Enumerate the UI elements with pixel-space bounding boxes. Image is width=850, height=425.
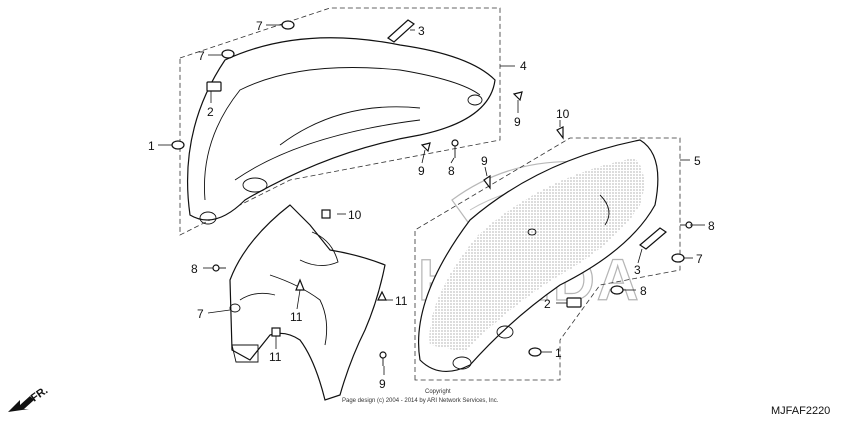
callout-9: 9 xyxy=(514,115,521,129)
clip-9b xyxy=(420,142,431,153)
callout-6: 7 xyxy=(197,307,204,321)
clip-1b xyxy=(528,347,542,357)
callout-2: 2 xyxy=(207,105,214,119)
screw-8a xyxy=(451,139,459,158)
callout-3: 3 xyxy=(634,263,641,277)
copyright: Copyright Page design (c) 2004 - 2014 by… xyxy=(342,389,499,404)
clip-9a xyxy=(512,91,523,102)
callout-5: 5 xyxy=(694,154,701,168)
callout-7: 8 xyxy=(640,284,647,298)
copyright-line-2: Page design (c) 2004 - 2014 by ARI Netwo… xyxy=(342,398,499,404)
nut-10a xyxy=(321,209,331,219)
tape-3b xyxy=(639,227,667,250)
callout-8: 8 xyxy=(708,219,715,233)
clip-9d xyxy=(556,126,564,140)
front-direction-indicator: FR. xyxy=(8,384,50,412)
callout-7: 7 xyxy=(256,19,263,33)
clip-9c xyxy=(483,174,491,190)
front-arrow-icon xyxy=(8,396,34,412)
group-box-upper xyxy=(179,7,501,236)
callout-4: 4 xyxy=(520,59,527,73)
callout-9: 9 xyxy=(481,154,488,168)
callout-10: 10 xyxy=(348,208,362,222)
pad-2b xyxy=(566,297,582,308)
grommet-7b xyxy=(221,49,235,59)
callout-11: 11 xyxy=(395,294,408,308)
leader-lines xyxy=(158,24,705,375)
callout-1: 1 xyxy=(148,139,155,153)
grommet-7d xyxy=(610,285,624,295)
screw-8b xyxy=(212,264,226,272)
callout-7: 7 xyxy=(198,49,205,63)
callout-11: 11 xyxy=(290,310,303,324)
callout-8: 8 xyxy=(448,164,455,178)
callout-8: 9 xyxy=(379,377,386,391)
copyright-line-1: Copyright xyxy=(425,389,451,395)
inner-panel-part xyxy=(229,204,386,401)
callout-2: 2 xyxy=(544,297,551,311)
side-cover-part xyxy=(417,139,659,372)
pad-2a xyxy=(206,81,222,92)
diagram-code: MJFAF2220 xyxy=(771,405,830,417)
small-parts xyxy=(171,19,693,366)
fastener-11b xyxy=(377,290,387,301)
screw-8d xyxy=(379,351,387,366)
nut-10b xyxy=(271,327,281,337)
callout-9: 9 xyxy=(418,164,425,178)
callout-3: 3 xyxy=(418,24,425,38)
group-box-right xyxy=(414,137,681,381)
callout-9: 10 xyxy=(556,107,570,121)
grommet-7c xyxy=(671,253,685,263)
grommet-7a xyxy=(281,20,295,30)
callout-8: 8 xyxy=(191,262,198,276)
callout-7: 7 xyxy=(696,252,703,266)
tape-3a xyxy=(387,19,415,43)
upper-cover-part xyxy=(187,37,496,225)
callout-1: 1 xyxy=(555,346,562,360)
callouts: 7 7 1 2 3 4 9 9 8 9 10 5 8 7 8 3 2 1 10 … xyxy=(148,19,715,391)
callout-10: 11 xyxy=(269,350,282,364)
clip-1a xyxy=(171,140,185,150)
